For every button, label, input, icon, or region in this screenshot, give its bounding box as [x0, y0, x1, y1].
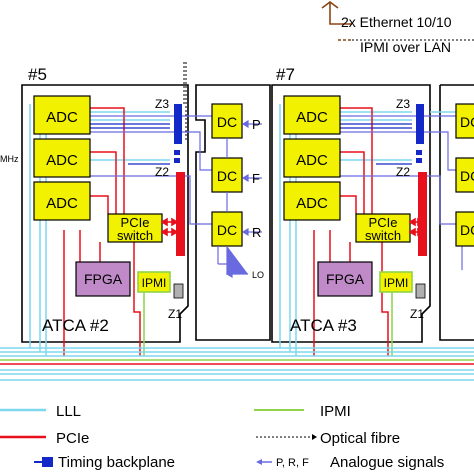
adc-block-5-3: [33, 181, 91, 221]
zone-z3-connector-7: [416, 104, 424, 144]
zone-z2-label: Z2: [155, 165, 169, 179]
slot-5: #5: [21, 60, 271, 356]
fpga-label: FPGA: [326, 271, 365, 287]
pcie-lines-7: [313, 107, 389, 356]
pcie-switch-label-1: PCIe: [121, 215, 150, 230]
fpga-block-5: [75, 261, 131, 297]
legend-ipmi-label: IPMI: [320, 403, 351, 420]
zone-z1-connector-7: [415, 283, 426, 299]
zone-z3-tick-7: [416, 150, 422, 155]
zone-z1-label: Z1: [410, 307, 424, 321]
ethernet-connection: [321, 1, 352, 41]
legend-lll-label: LLL: [56, 403, 81, 420]
slot-7-label: #7: [276, 65, 295, 84]
adc-label: ADC: [46, 109, 78, 126]
legend-analogue-prefix: P, R, F: [276, 457, 309, 469]
dc-label: DC: [217, 222, 237, 238]
zone-z3-tick-7: [416, 158, 422, 163]
dc-block-7-3: [455, 211, 474, 247]
legend-pcie-label: PCIe: [56, 430, 89, 447]
lo-label: LO: [252, 270, 264, 280]
adc-label: ADC: [296, 109, 328, 126]
pcie-switch-7: [355, 213, 411, 243]
pcie-switch-label-2: switch: [365, 228, 401, 243]
optical-lines-5: [183, 60, 187, 140]
dc-block-7-1: [455, 103, 474, 139]
dc-label: DC: [460, 222, 474, 238]
slot-7: #7: [271, 39, 474, 356]
legend-timing-block: [42, 457, 53, 467]
atca-3-label: ATCA #3: [290, 316, 357, 335]
zone-z1-connector-5: [173, 283, 184, 299]
ipmi-label: IPMI: [384, 276, 409, 290]
backplane-bus: [0, 347, 474, 381]
pcie-switch-label-1: PCIe: [369, 215, 398, 230]
dc-label: DC: [217, 168, 237, 184]
fpga-block-7: [317, 261, 373, 297]
zone-z1-label: Z1: [168, 307, 182, 321]
pcie-switch-label-2: switch: [117, 228, 153, 243]
signal-r-label: R: [252, 225, 261, 240]
dc-block-7-2: [455, 157, 474, 193]
zone-z3-tick-5: [174, 150, 180, 155]
zone-z3-label: Z3: [155, 97, 169, 111]
zone-z3-label: Z3: [396, 97, 410, 111]
dc-label: DC: [460, 114, 474, 130]
ethernet-label: 2x Ethernet 10/10: [341, 14, 452, 30]
zone-z2-label: Z2: [396, 165, 410, 179]
adc-block-5-2: [33, 138, 91, 178]
legend-analogue-label: Analogue signals: [330, 454, 444, 471]
adc-label: ADC: [296, 195, 328, 212]
ipmi-label: IPMI: [142, 276, 167, 290]
signal-p-label: P: [252, 117, 261, 132]
dc-label: DC: [460, 168, 474, 184]
ipmi-over-lan-label: IPMI over LAN: [360, 39, 451, 55]
analogue-inputs: [217, 119, 262, 279]
pcie-lines-5: [63, 107, 141, 356]
adc-block-7-1: [283, 95, 341, 135]
ipmi-block-7: [379, 271, 413, 293]
legend-optical-arrowhead: [312, 434, 317, 440]
fpga-label: FPGA: [84, 271, 123, 287]
dc-label: DC: [217, 114, 237, 130]
rtm-board-7-outline: [439, 84, 474, 341]
analogue-lines-5: [90, 115, 212, 225]
adc-label: ADC: [46, 152, 78, 169]
legend: LLL PCIe Timing backplane IPMI Optical f…: [0, 403, 444, 471]
signal-f-label: F: [252, 171, 260, 186]
slot-5-label: #5: [28, 65, 47, 84]
adc-label: ADC: [296, 152, 328, 169]
analogue-lines-7: [340, 115, 463, 270]
timing-lines-5: [90, 123, 170, 165]
adc-block-5-1: [33, 95, 91, 135]
atca-2-label: ATCA #2: [42, 316, 109, 335]
pcie-arrows-5: [160, 217, 179, 237]
timing-lines-7: [340, 123, 412, 165]
side-mhz-label: MHz: [0, 154, 19, 164]
ipmi-block-5: [137, 271, 171, 293]
legend-optical-label: Optical fibre: [320, 430, 400, 447]
adc-block-7-3: [283, 181, 341, 221]
legend-timing-label: Timing backplane: [58, 454, 175, 471]
dc-block-r: [211, 211, 243, 247]
pcie-switch-5: [107, 213, 163, 243]
zone-z3-connector-5: [174, 104, 182, 144]
adc-block-7-2: [283, 138, 341, 178]
zone-z2-connector-7: [418, 172, 427, 256]
legend-analogue-arrowhead: [256, 459, 262, 465]
zone-z3-tick-5: [174, 158, 180, 163]
zone-z2-connector-5: [176, 172, 185, 256]
adc-label: ADC: [46, 195, 78, 212]
